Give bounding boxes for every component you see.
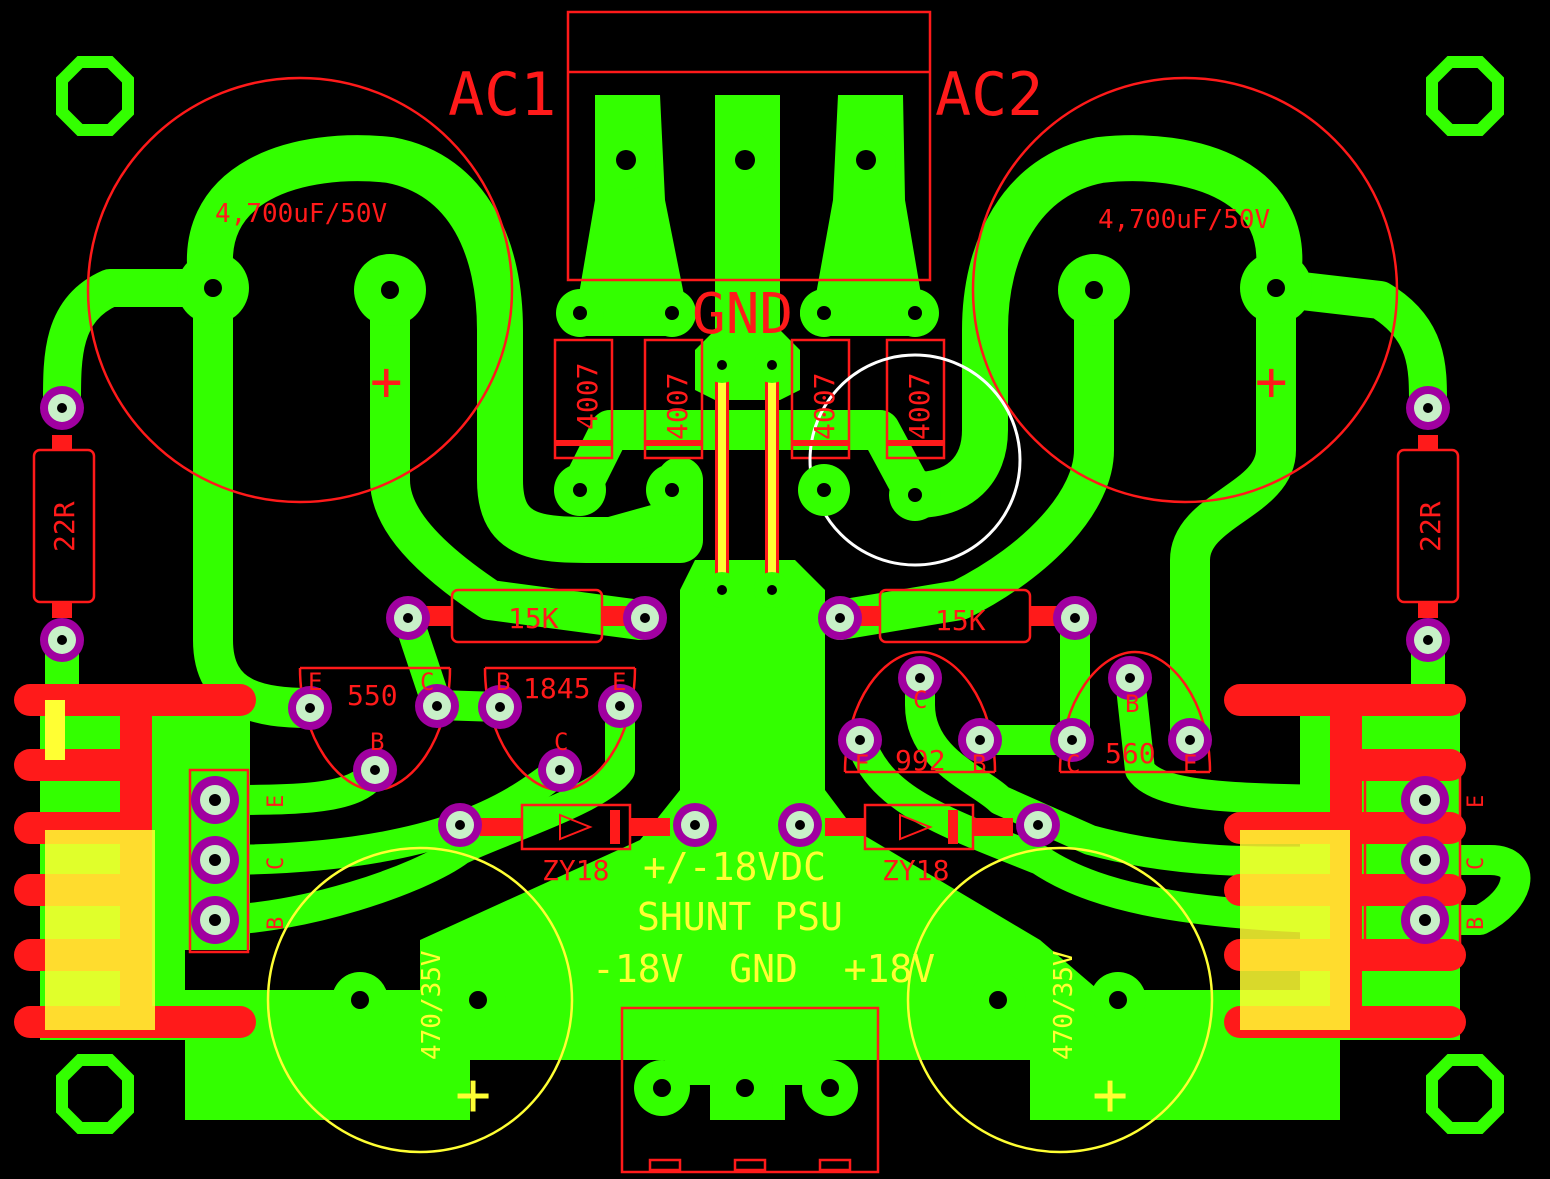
pin-e-q1845: E bbox=[612, 668, 626, 696]
label-zener-left: ZY18 bbox=[542, 854, 609, 887]
label-diode-1: 4007 bbox=[571, 363, 604, 430]
mount-hole-tr bbox=[1426, 56, 1504, 136]
title-line-1: +/-18VDC bbox=[643, 845, 826, 889]
bridge-tab-right bbox=[815, 95, 922, 300]
bridge-outline bbox=[566, 10, 932, 282]
diode-outline-3 bbox=[790, 338, 851, 460]
mounting-holes bbox=[56, 56, 1504, 1134]
pin-e-q560: E bbox=[1183, 750, 1197, 778]
mount-hole-br bbox=[1426, 1054, 1504, 1134]
q560-outline bbox=[1058, 650, 1212, 774]
label-q550: 550 bbox=[347, 679, 398, 712]
pin-c-q992: C bbox=[913, 686, 927, 714]
gnd-central-pour bbox=[420, 560, 1110, 1120]
highlight-circle bbox=[808, 353, 1022, 567]
diode-outline-2 bbox=[643, 338, 704, 460]
terminal-outline bbox=[620, 1006, 880, 1174]
pin-b-power-left: B bbox=[264, 917, 289, 930]
pin-c-q560: C bbox=[1066, 750, 1080, 778]
power-q-left-outline bbox=[188, 768, 250, 954]
diode-symbols bbox=[52, 435, 1438, 844]
label-cap-plus-left: + bbox=[370, 350, 403, 413]
cap-big-right-outline bbox=[971, 76, 1399, 504]
label-res-22r-right: 22R bbox=[1414, 501, 1447, 552]
label-cap-big-left: 4,700uF/50V bbox=[215, 199, 387, 229]
pin-c-q1845: C bbox=[554, 728, 568, 756]
title-line-2: SHUNT PSU bbox=[637, 895, 843, 939]
mount-hole-bl bbox=[56, 1054, 134, 1134]
top-layer-traces bbox=[715, 365, 779, 590]
label-gnd-top: GND bbox=[692, 282, 793, 347]
pin-b-q1845: B bbox=[496, 668, 510, 696]
trace-left-loop bbox=[187, 135, 703, 563]
pin-e-power-left: E bbox=[264, 795, 289, 808]
trace-right-loop bbox=[892, 135, 1303, 518]
pin-e-q992: E bbox=[855, 750, 869, 778]
q992-outline bbox=[843, 650, 997, 774]
label-ac1: AC1 bbox=[448, 60, 556, 130]
label-res-22r-left: 22R bbox=[48, 501, 81, 552]
label-cap-small-right: 470/35V bbox=[1049, 950, 1079, 1060]
pads bbox=[40, 130, 1450, 1116]
label-diode-2: 4007 bbox=[661, 373, 694, 440]
fins-right bbox=[1224, 684, 1466, 1038]
title-line-3: -18V GND +18V bbox=[592, 947, 935, 991]
pin-e-q550: E bbox=[308, 668, 322, 696]
label-cap-small-plus-right: + bbox=[1092, 1060, 1128, 1130]
label-cap-plus-right: + bbox=[1255, 350, 1288, 413]
fins-left bbox=[14, 684, 256, 1038]
mount-hole-tl bbox=[56, 56, 134, 136]
heatsink-fins bbox=[14, 684, 1466, 1038]
label-diode-3: 4007 bbox=[808, 373, 841, 440]
cap-small-right-outline bbox=[906, 846, 1214, 1154]
diode-outline-1 bbox=[553, 338, 614, 460]
label-cap-small-plus-left: + bbox=[455, 1060, 491, 1130]
pin-c-q550: C bbox=[420, 668, 434, 696]
label-q992: 992 bbox=[895, 744, 946, 777]
label-ac2: AC2 bbox=[935, 60, 1043, 130]
bridge-tab-left bbox=[578, 95, 685, 300]
gnd-bottom-left bbox=[185, 990, 470, 1120]
label-q1845: 1845 bbox=[523, 672, 590, 705]
label-q560: 560 bbox=[1105, 737, 1156, 770]
pin-c-power-left: C bbox=[264, 857, 289, 870]
pin-b-q992: B bbox=[972, 750, 986, 778]
pin-e-power-right: E bbox=[1464, 795, 1489, 808]
label-cap-big-right: 4,700uF/50V bbox=[1098, 205, 1270, 235]
trace-rect-top bbox=[560, 410, 935, 515]
label-res-15k-right: 15K bbox=[935, 604, 986, 637]
power-q-right-outline bbox=[1363, 768, 1462, 954]
label-diode-4: 4007 bbox=[903, 373, 936, 440]
trace-left-cap-pos bbox=[370, 270, 660, 640]
label-zener-right: ZY18 bbox=[882, 854, 949, 887]
pin-b-power-right: B bbox=[1464, 917, 1489, 930]
labels: AC1 AC2 GND 4,700uF/50V 4,700uF/50V + + … bbox=[48, 60, 1489, 1130]
pin-c-power-right: C bbox=[1464, 857, 1489, 870]
cap-big-left-outline bbox=[86, 76, 514, 504]
label-cap-small-left: 470/35V bbox=[417, 950, 447, 1060]
pin-b-q560: B bbox=[1125, 690, 1139, 718]
diode-outline-4 bbox=[885, 338, 946, 460]
trace-right-cap-neg bbox=[1170, 268, 1296, 760]
cap-small-left-outline bbox=[266, 846, 574, 1154]
pin-b-q550: B bbox=[370, 728, 384, 756]
trace-right-edge bbox=[1410, 845, 1531, 935]
label-res-15k-left: 15K bbox=[508, 602, 559, 635]
